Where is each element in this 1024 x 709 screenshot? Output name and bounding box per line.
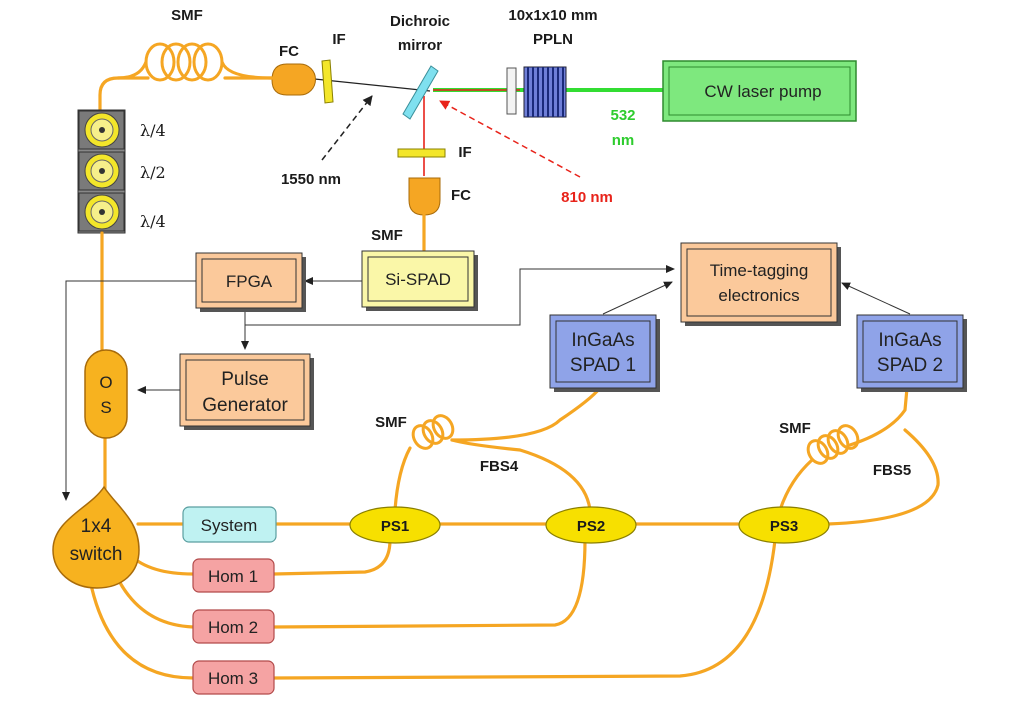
ppln-crystal <box>523 66 567 118</box>
if-mid-label: IF <box>458 144 471 161</box>
si-spad-box <box>361 250 478 311</box>
switch-1x4 <box>52 485 140 589</box>
system-box <box>182 506 277 543</box>
smf-mid-label: SMF <box>371 227 403 244</box>
hom2-label: Hom 2 <box>208 618 258 637</box>
ingaas2-label-2: SPAD 2 <box>877 355 943 376</box>
fiber-hom1-ps1 <box>272 538 392 576</box>
smf-coil-fbs4 <box>411 414 455 450</box>
fiber-fbs4-left <box>393 446 412 512</box>
qwp1-label: λ/4 <box>140 121 166 140</box>
ps3-ellipse <box>738 506 830 544</box>
fiber-hom3-ps3 <box>272 538 777 680</box>
wl532-label-1: 532 <box>610 107 635 124</box>
ppln-label-1: 10x1x10 mm <box>508 7 597 24</box>
ps2-ellipse <box>545 506 637 544</box>
fiber-fbs4-right <box>450 438 592 512</box>
if-top-label: IF <box>332 31 345 48</box>
fpga-box <box>195 252 306 312</box>
time-tagging-box <box>680 242 841 326</box>
ingaas2-label-1: InGaAs <box>878 330 941 351</box>
fiber-ps3-fbs5 <box>826 428 940 526</box>
os-label-2: S <box>100 398 111 417</box>
fpga-label: FPGA <box>226 272 273 291</box>
smf-fbs5-label: SMF <box>779 420 811 437</box>
system-label: System <box>201 516 258 535</box>
waveplate-stack <box>77 109 126 234</box>
switch-label-1: 1x4 <box>81 516 112 537</box>
ingaas1-label-2: SPAD 1 <box>570 355 636 376</box>
hom2-box <box>192 609 275 644</box>
fiber-hom2-ps2 <box>272 538 587 629</box>
smf-coil-top <box>144 42 224 82</box>
dichroic-label-2: mirror <box>398 37 442 54</box>
ingaas-spad2-box <box>856 314 967 392</box>
fbs4-label: FBS4 <box>480 458 519 475</box>
hom1-box <box>192 558 275 593</box>
arrow-810 <box>439 100 581 178</box>
fbs5-label: FBS5 <box>873 462 911 479</box>
fiber-switch-hom3 <box>88 578 195 680</box>
fc-mid-label: FC <box>451 187 471 204</box>
conn-fpga-timetag <box>245 265 675 326</box>
fiber-top-smf <box>98 76 274 112</box>
fiber-fbs5-left <box>778 458 814 512</box>
fiber-switch-hom2 <box>114 573 195 629</box>
wl1550-label: 1550 nm <box>281 171 341 188</box>
ps2-label: PS2 <box>577 518 605 535</box>
conn-fpga-switch <box>62 280 196 501</box>
os-label-1: O <box>99 373 112 392</box>
smf-top-label: SMF <box>171 7 203 24</box>
cw-laser-label: CW laser pump <box>704 82 821 101</box>
fiber-switch-hom1 <box>128 553 195 576</box>
si-spad-label: Si-SPAD <box>385 270 451 289</box>
pulse-generator-box <box>179 353 314 430</box>
if-filter-mid <box>397 148 446 158</box>
time-tagging-label-1: Time-tagging <box>710 261 809 280</box>
switch-label-2: switch <box>70 544 123 565</box>
fc-top <box>271 63 316 96</box>
hom3-label: Hom 3 <box>208 669 258 688</box>
wl532-label-2: nm <box>612 132 635 149</box>
ingaas-spad1-box <box>549 314 660 392</box>
fiber-fbs4-spad1 <box>450 386 602 442</box>
fc-top-label: FC <box>279 43 299 60</box>
hom3-box <box>192 660 275 695</box>
qwp2-label: λ/4 <box>140 212 166 231</box>
cw-laser-pump: CW laser pump <box>662 60 857 122</box>
hwp-label: λ/2 <box>140 163 166 182</box>
fiber-coil-links <box>116 60 274 80</box>
conn-spad2-timetag <box>841 282 911 315</box>
smf-coil-fbs5 <box>806 424 860 465</box>
time-tagging-label-2: electronics <box>718 286 799 305</box>
hom1-label: Hom 1 <box>208 567 258 586</box>
wl810-label: 810 nm <box>561 189 613 206</box>
ps1-label: PS1 <box>381 518 409 535</box>
ps3-label: PS3 <box>770 518 798 535</box>
os-switch <box>84 349 128 439</box>
dichroic-mirror <box>402 65 439 120</box>
arrow-1550 <box>321 95 373 161</box>
pulse-gen-label-1: Pulse <box>221 369 269 390</box>
pulse-gen-label-2: Generator <box>202 395 288 416</box>
fc-mid <box>408 177 441 216</box>
ps1-ellipse <box>349 506 441 544</box>
dichroic-label-1: Dichroic <box>390 13 450 30</box>
if-filter-top <box>321 59 334 104</box>
conn-spad1-timetag <box>602 281 673 315</box>
ppln-label-2: PPLN <box>533 31 573 48</box>
ingaas1-label-1: InGaAs <box>571 330 634 351</box>
smf-fbs4-label: SMF <box>375 414 407 431</box>
pump-filter <box>506 67 517 115</box>
